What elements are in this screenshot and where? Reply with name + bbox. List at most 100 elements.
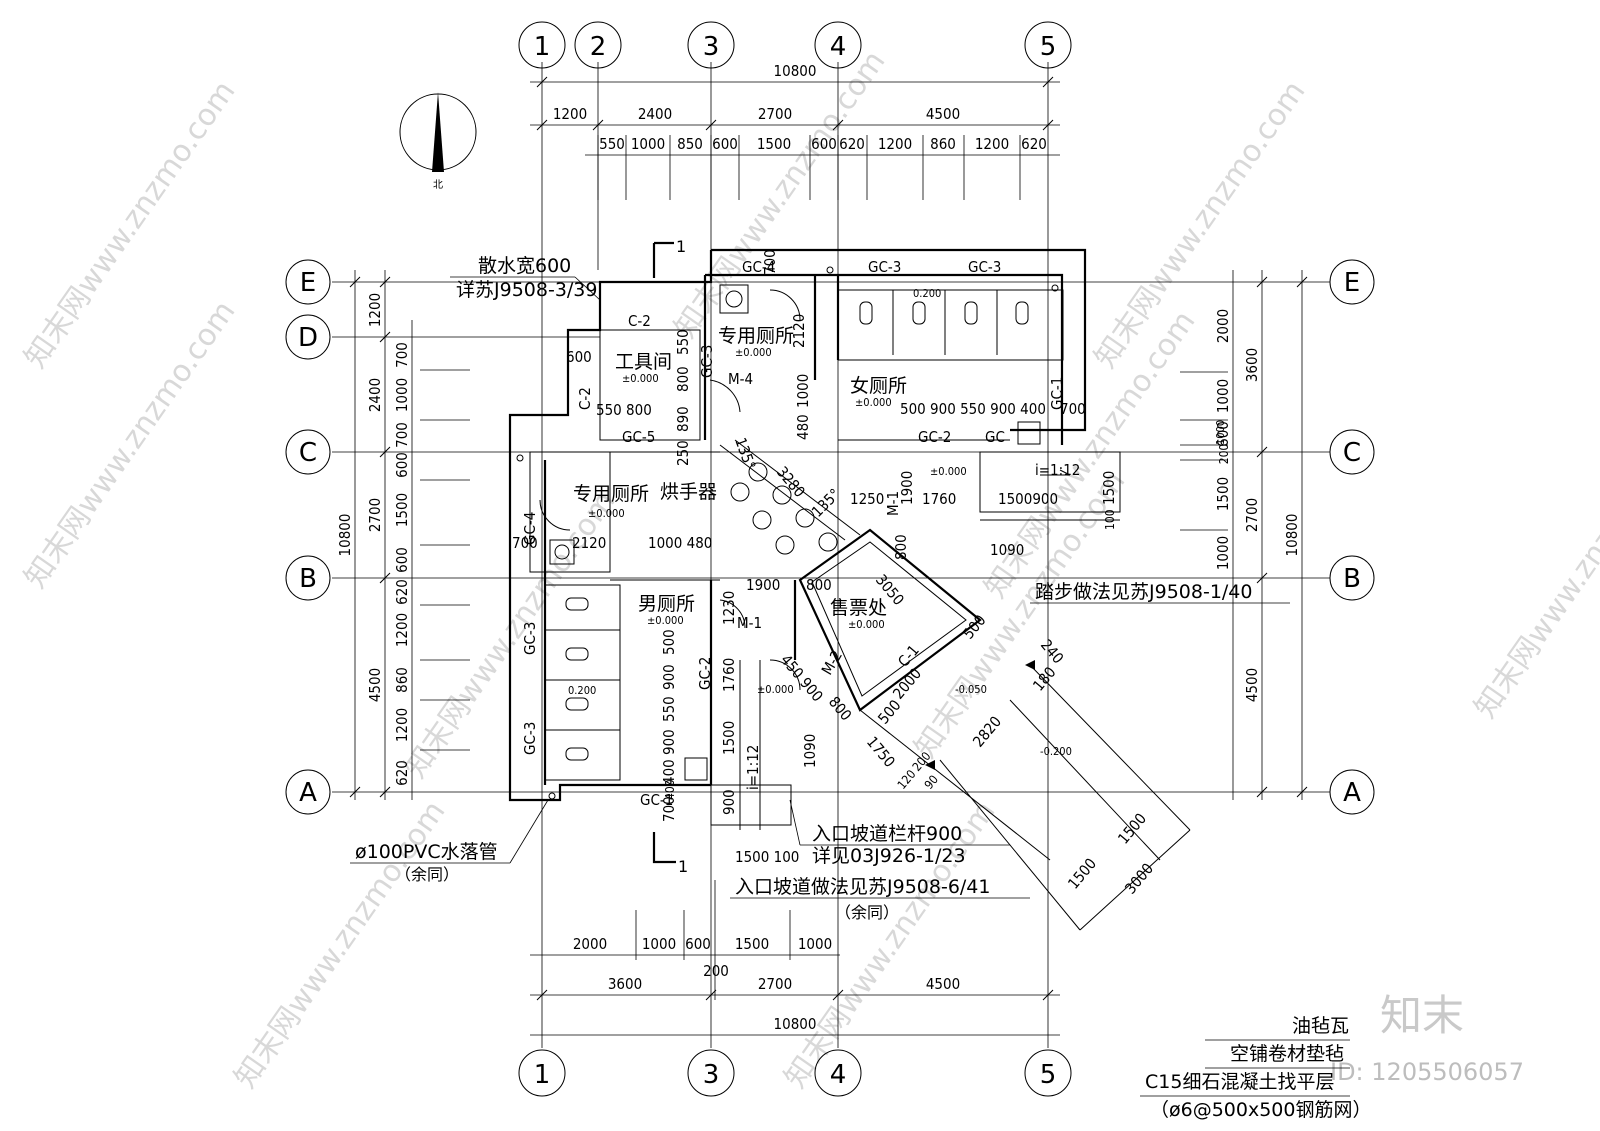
tag-gc3-vertical: GC-3 xyxy=(521,622,539,655)
inner-dim: 900 xyxy=(660,729,678,755)
level-mark: ±0.000 xyxy=(622,372,659,385)
watermark-text: 知末网www.znzmo.com xyxy=(668,45,893,345)
roof-layer-4: （ø6@500x500钢筋网） xyxy=(1150,1099,1372,1121)
inner-dim: 500 900 550 900 400 xyxy=(900,400,1046,418)
inner-dim: 550 xyxy=(660,696,678,722)
level-mark: ±0.000 xyxy=(757,683,794,696)
axis-label: C xyxy=(1343,438,1361,468)
watermark-text: 知末网www.znzmo.com xyxy=(1468,425,1600,725)
dim-value: 1200 xyxy=(393,708,411,742)
dim-value: 700 xyxy=(393,422,411,448)
inner-dim: 1900 xyxy=(898,471,916,505)
inner-dim: 90 xyxy=(922,772,942,792)
level-mark: ±0.000 xyxy=(735,346,772,359)
inner-dim: 1500 xyxy=(720,721,738,755)
inner-dim: 700 xyxy=(512,534,538,552)
inner-dim: 1000 xyxy=(1214,420,1227,445)
top-dimensions: 10800 1200 2400 2700 4500 550 1000 850 6… xyxy=(530,62,1060,200)
axis-label: 2 xyxy=(590,32,607,62)
bottom-dimensions: 2000 1000 600 1500 1000 3600 200 2700 45… xyxy=(530,880,1060,1036)
note-ramp-same: （余同） xyxy=(835,903,899,922)
inner-dim: 700 xyxy=(1060,400,1086,418)
dim-value: 600 xyxy=(393,547,411,573)
axis-label: A xyxy=(299,778,317,808)
axis-label: 3 xyxy=(703,1060,720,1090)
room-private-wc-left: 专用厕所 xyxy=(573,483,649,505)
inner-dim: 400 xyxy=(660,759,678,785)
axis-label: A xyxy=(1343,778,1361,808)
dim-value: 2700 xyxy=(366,498,384,532)
axis-label: 1 xyxy=(534,32,551,62)
inner-dim: 135° xyxy=(731,435,759,472)
mens-stalls xyxy=(544,584,621,781)
dim-value: 2000 xyxy=(573,935,607,953)
dim-value: 550 xyxy=(599,135,625,153)
north-label: 北 xyxy=(433,179,443,191)
north-arrow: 北 xyxy=(399,92,477,191)
dim-value: 3600 xyxy=(1243,348,1261,382)
dim-value: 200 xyxy=(703,962,729,980)
tag-gc2-vertical: GC-2 xyxy=(696,657,714,690)
roof-layer-3: C15细石混凝土找平层 xyxy=(1145,1071,1334,1093)
inner-dim: 480 xyxy=(794,414,812,440)
inner-dim: 1250 xyxy=(850,490,884,508)
slope-arrow: i=1:12 xyxy=(744,745,762,790)
tag-m2: M-2 xyxy=(818,647,846,678)
dim-value: 4500 xyxy=(926,975,960,993)
tag-c2-vertical: C-2 xyxy=(576,387,594,410)
roof-layer-2: 空铺卷材垫毡 xyxy=(1230,1043,1344,1065)
inner-dim: 1090 xyxy=(990,541,1024,559)
level-mark: -0.200 xyxy=(1040,745,1072,758)
dim-value: 620 xyxy=(393,760,411,786)
inner-dim: 600 xyxy=(566,348,592,366)
dim-value: 1200 xyxy=(366,293,384,327)
dim-value: 620 xyxy=(839,135,865,153)
dim-value: 2700 xyxy=(758,975,792,993)
inner-dim: 1500 xyxy=(1100,471,1118,505)
level-mark: 0.200 xyxy=(568,684,596,697)
tag-m1: M-1 xyxy=(737,614,762,632)
dim-value: 1000 xyxy=(393,378,411,412)
inner-dim: 550 800 xyxy=(596,401,652,419)
dim-value: 620 xyxy=(393,579,411,605)
dim-value: 1000 xyxy=(642,935,676,953)
axis-label: B xyxy=(1343,564,1361,594)
watermark-text: 知末网www.znzmo.com xyxy=(908,465,1133,765)
room-tool-room: 工具间 xyxy=(615,351,672,373)
dim-value: 600 xyxy=(685,935,711,953)
tag-gc1-vertical: GC-1 xyxy=(1048,377,1066,410)
inner-dim: 1000 480 xyxy=(648,534,712,552)
axis-label: E xyxy=(300,268,316,298)
axis-label: C xyxy=(299,438,317,468)
roof-legend: 油毡瓦 空铺卷材垫毡 C15细石混凝土找平层 （ø6@500x500钢筋网） xyxy=(1140,1015,1372,1121)
inner-dim: 2000 xyxy=(889,665,925,703)
dim-value: 2400 xyxy=(366,378,384,412)
inner-dim: 1760 xyxy=(922,490,956,508)
hand-dryer-label: 烘手器 xyxy=(660,481,717,503)
inner-dim: 1230 xyxy=(720,591,738,625)
dim-value: 3600 xyxy=(608,975,642,993)
dim-top-total: 10800 xyxy=(774,62,817,80)
note-apron-ref: 详苏J9508-3/39 xyxy=(456,279,597,301)
inner-dim: 1000 xyxy=(794,374,812,408)
axis-bubbles-top: 1 2 3 4 5 xyxy=(518,21,1072,69)
axis-bubbles-left: E D C B A xyxy=(285,259,331,815)
inner-dim: 450 900 xyxy=(777,651,827,705)
tag-gc2: GC-2 xyxy=(918,428,951,446)
dim-value: 1000 xyxy=(1214,379,1232,413)
inner-dim: 800 xyxy=(892,534,910,560)
inner-dim: 2820 xyxy=(969,713,1005,751)
inner-dim: 2120 xyxy=(572,534,606,552)
room-ticket-office: 售票处 xyxy=(830,597,887,619)
dim-value: 1500 xyxy=(757,135,791,153)
inner-dim: 250 xyxy=(674,440,692,466)
dim-value: 4500 xyxy=(366,668,384,702)
tag-gc4: GC-4 xyxy=(742,258,775,276)
inner-dim: 1500 xyxy=(1064,855,1100,893)
section-mark: 1 xyxy=(678,857,688,876)
left-dimensions: 10800 1200 2400 2700 4500 700 1000 700 6… xyxy=(336,270,470,800)
inner-dim: 800 xyxy=(674,366,692,392)
dim-value: 1000 xyxy=(1214,536,1232,570)
dim-left-total: 10800 xyxy=(336,514,354,557)
dim-value: 1000 xyxy=(631,135,665,153)
